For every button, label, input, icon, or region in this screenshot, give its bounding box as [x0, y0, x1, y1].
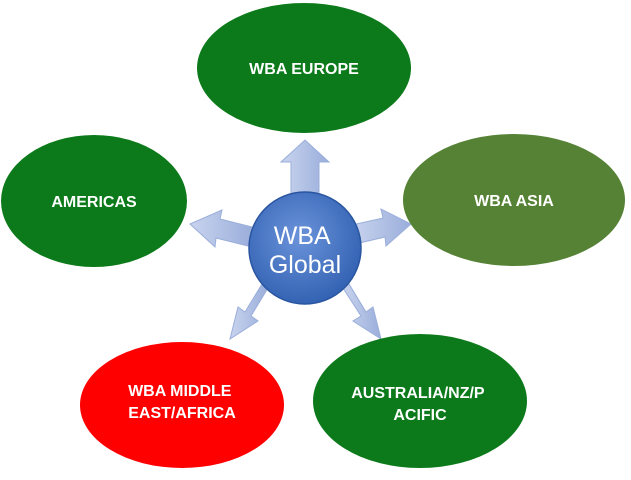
arrow-to-americas — [189, 209, 253, 249]
node-americas-ellipse — [1, 135, 187, 267]
svg-text:WBA ASIA: WBA ASIA — [474, 193, 554, 210]
node-mideast-label-line1: WBA MIDDLE — [128, 383, 232, 400]
svg-text:AMERICAS: AMERICAS — [51, 194, 137, 211]
svg-text:WBA MIDDLE EAST/AFRICA: WBA MIDDLE EAST/AFRICA — [128, 383, 236, 422]
center-label-line2: Global — [269, 251, 341, 279]
center-node: WBA Global — [248, 191, 362, 305]
center-circle — [248, 191, 362, 305]
node-americas-label: AMERICAS — [51, 194, 137, 211]
node-australia-label-line2: ACIFIC — [393, 407, 447, 424]
arrow-to-mideast — [229, 283, 269, 341]
node-americas: AMERICAS — [1, 135, 187, 267]
node-australia-ellipse — [313, 334, 527, 468]
svg-text:AUSTRALIA/NZ/P ACIFIC: AUSTRALIA/NZ/P ACIFIC — [351, 385, 489, 424]
center-label-line1: WBA — [274, 222, 331, 250]
node-mideast: WBA MIDDLE EAST/AFRICA — [80, 342, 284, 468]
node-australia: AUSTRALIA/NZ/P ACIFIC — [313, 334, 527, 468]
node-europe-label: WBA EUROPE — [249, 61, 359, 78]
arrows — [189, 139, 412, 341]
node-asia-ellipse — [403, 134, 625, 266]
svg-text:WBA Global: WBA Global — [269, 222, 341, 279]
node-mideast-label-line2: EAST/AFRICA — [128, 405, 236, 422]
node-asia: WBA ASIA — [403, 134, 625, 266]
arrow-to-europe — [279, 139, 331, 197]
node-mideast-ellipse — [80, 342, 284, 468]
node-asia-label: WBA ASIA — [474, 193, 554, 210]
arrow-to-australia — [342, 283, 382, 341]
svg-text:WBA EUROPE: WBA EUROPE — [249, 61, 359, 78]
node-europe: WBA EUROPE — [197, 3, 411, 133]
node-europe-ellipse — [197, 3, 411, 133]
node-australia-label-line1: AUSTRALIA/NZ/P — [351, 385, 485, 402]
